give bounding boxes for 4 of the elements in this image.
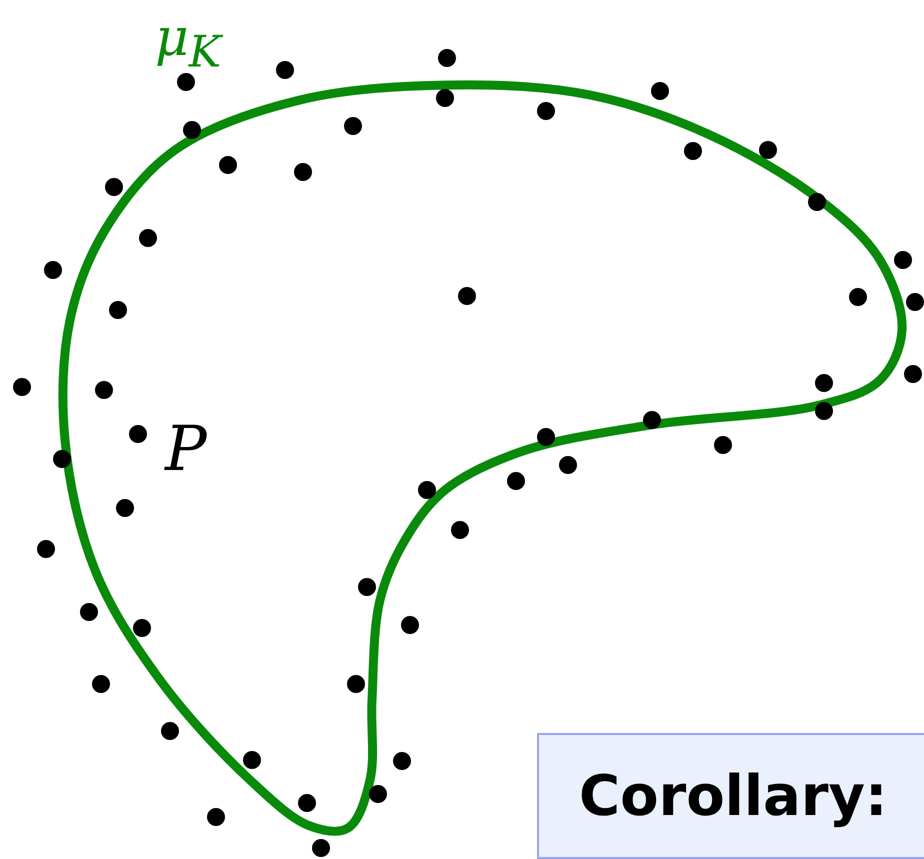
note-box: [537, 733, 924, 859]
region-label: P: [165, 418, 207, 480]
curve-label: μ$_{K}$: [155, 12, 222, 75]
heading: Corollary:: [578, 764, 888, 828]
